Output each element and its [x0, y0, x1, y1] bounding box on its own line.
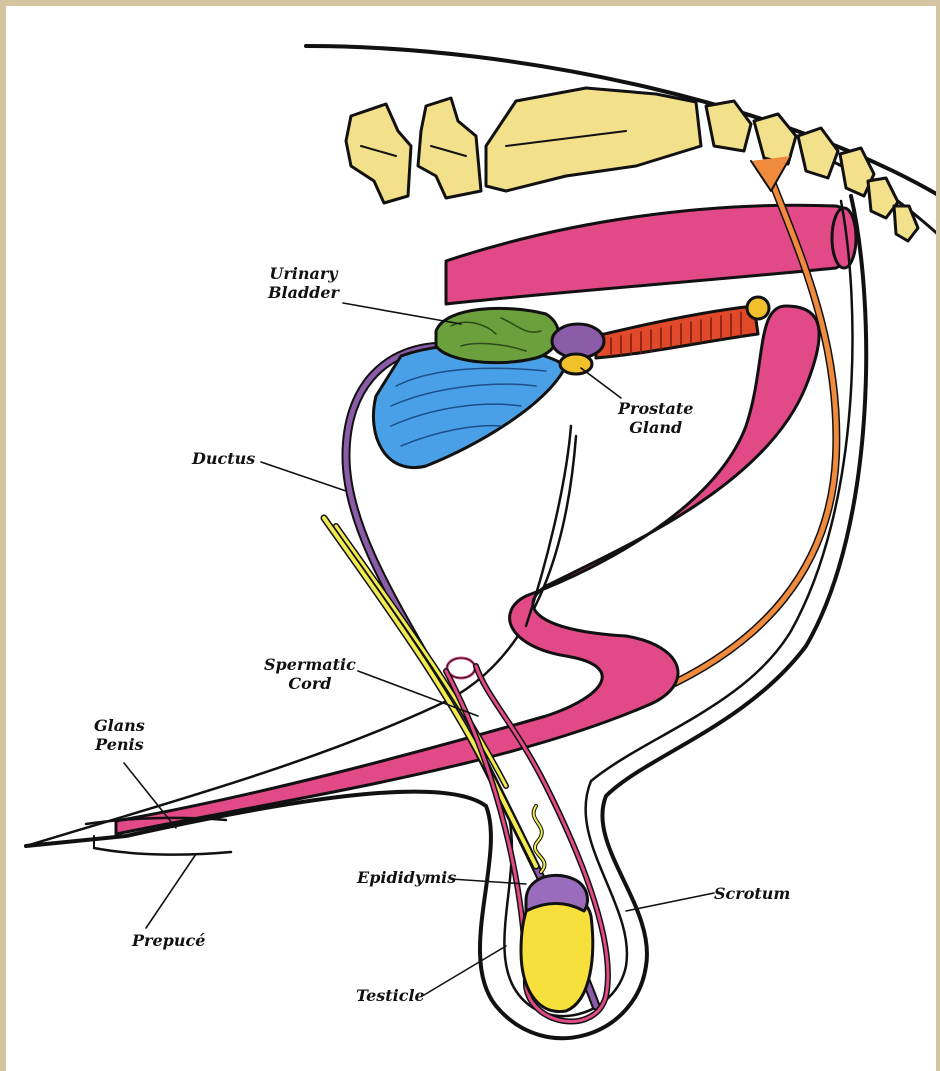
prepuce-label: Prepucé [132, 931, 205, 950]
ductus-label: Ductus [192, 449, 255, 468]
seminal-vesicle [436, 308, 558, 362]
urinary-bladder [373, 345, 566, 467]
bulbourethral-gland [747, 297, 769, 319]
anatomy-drawing [6, 6, 940, 1071]
testicle-label: Testicle [356, 986, 425, 1005]
scrotum-label: Scrotum [714, 884, 790, 903]
rectum [446, 205, 855, 304]
epididymis-label: Epididymis [357, 868, 456, 887]
prostate [560, 354, 592, 374]
spermatic-cord [324, 518, 545, 872]
